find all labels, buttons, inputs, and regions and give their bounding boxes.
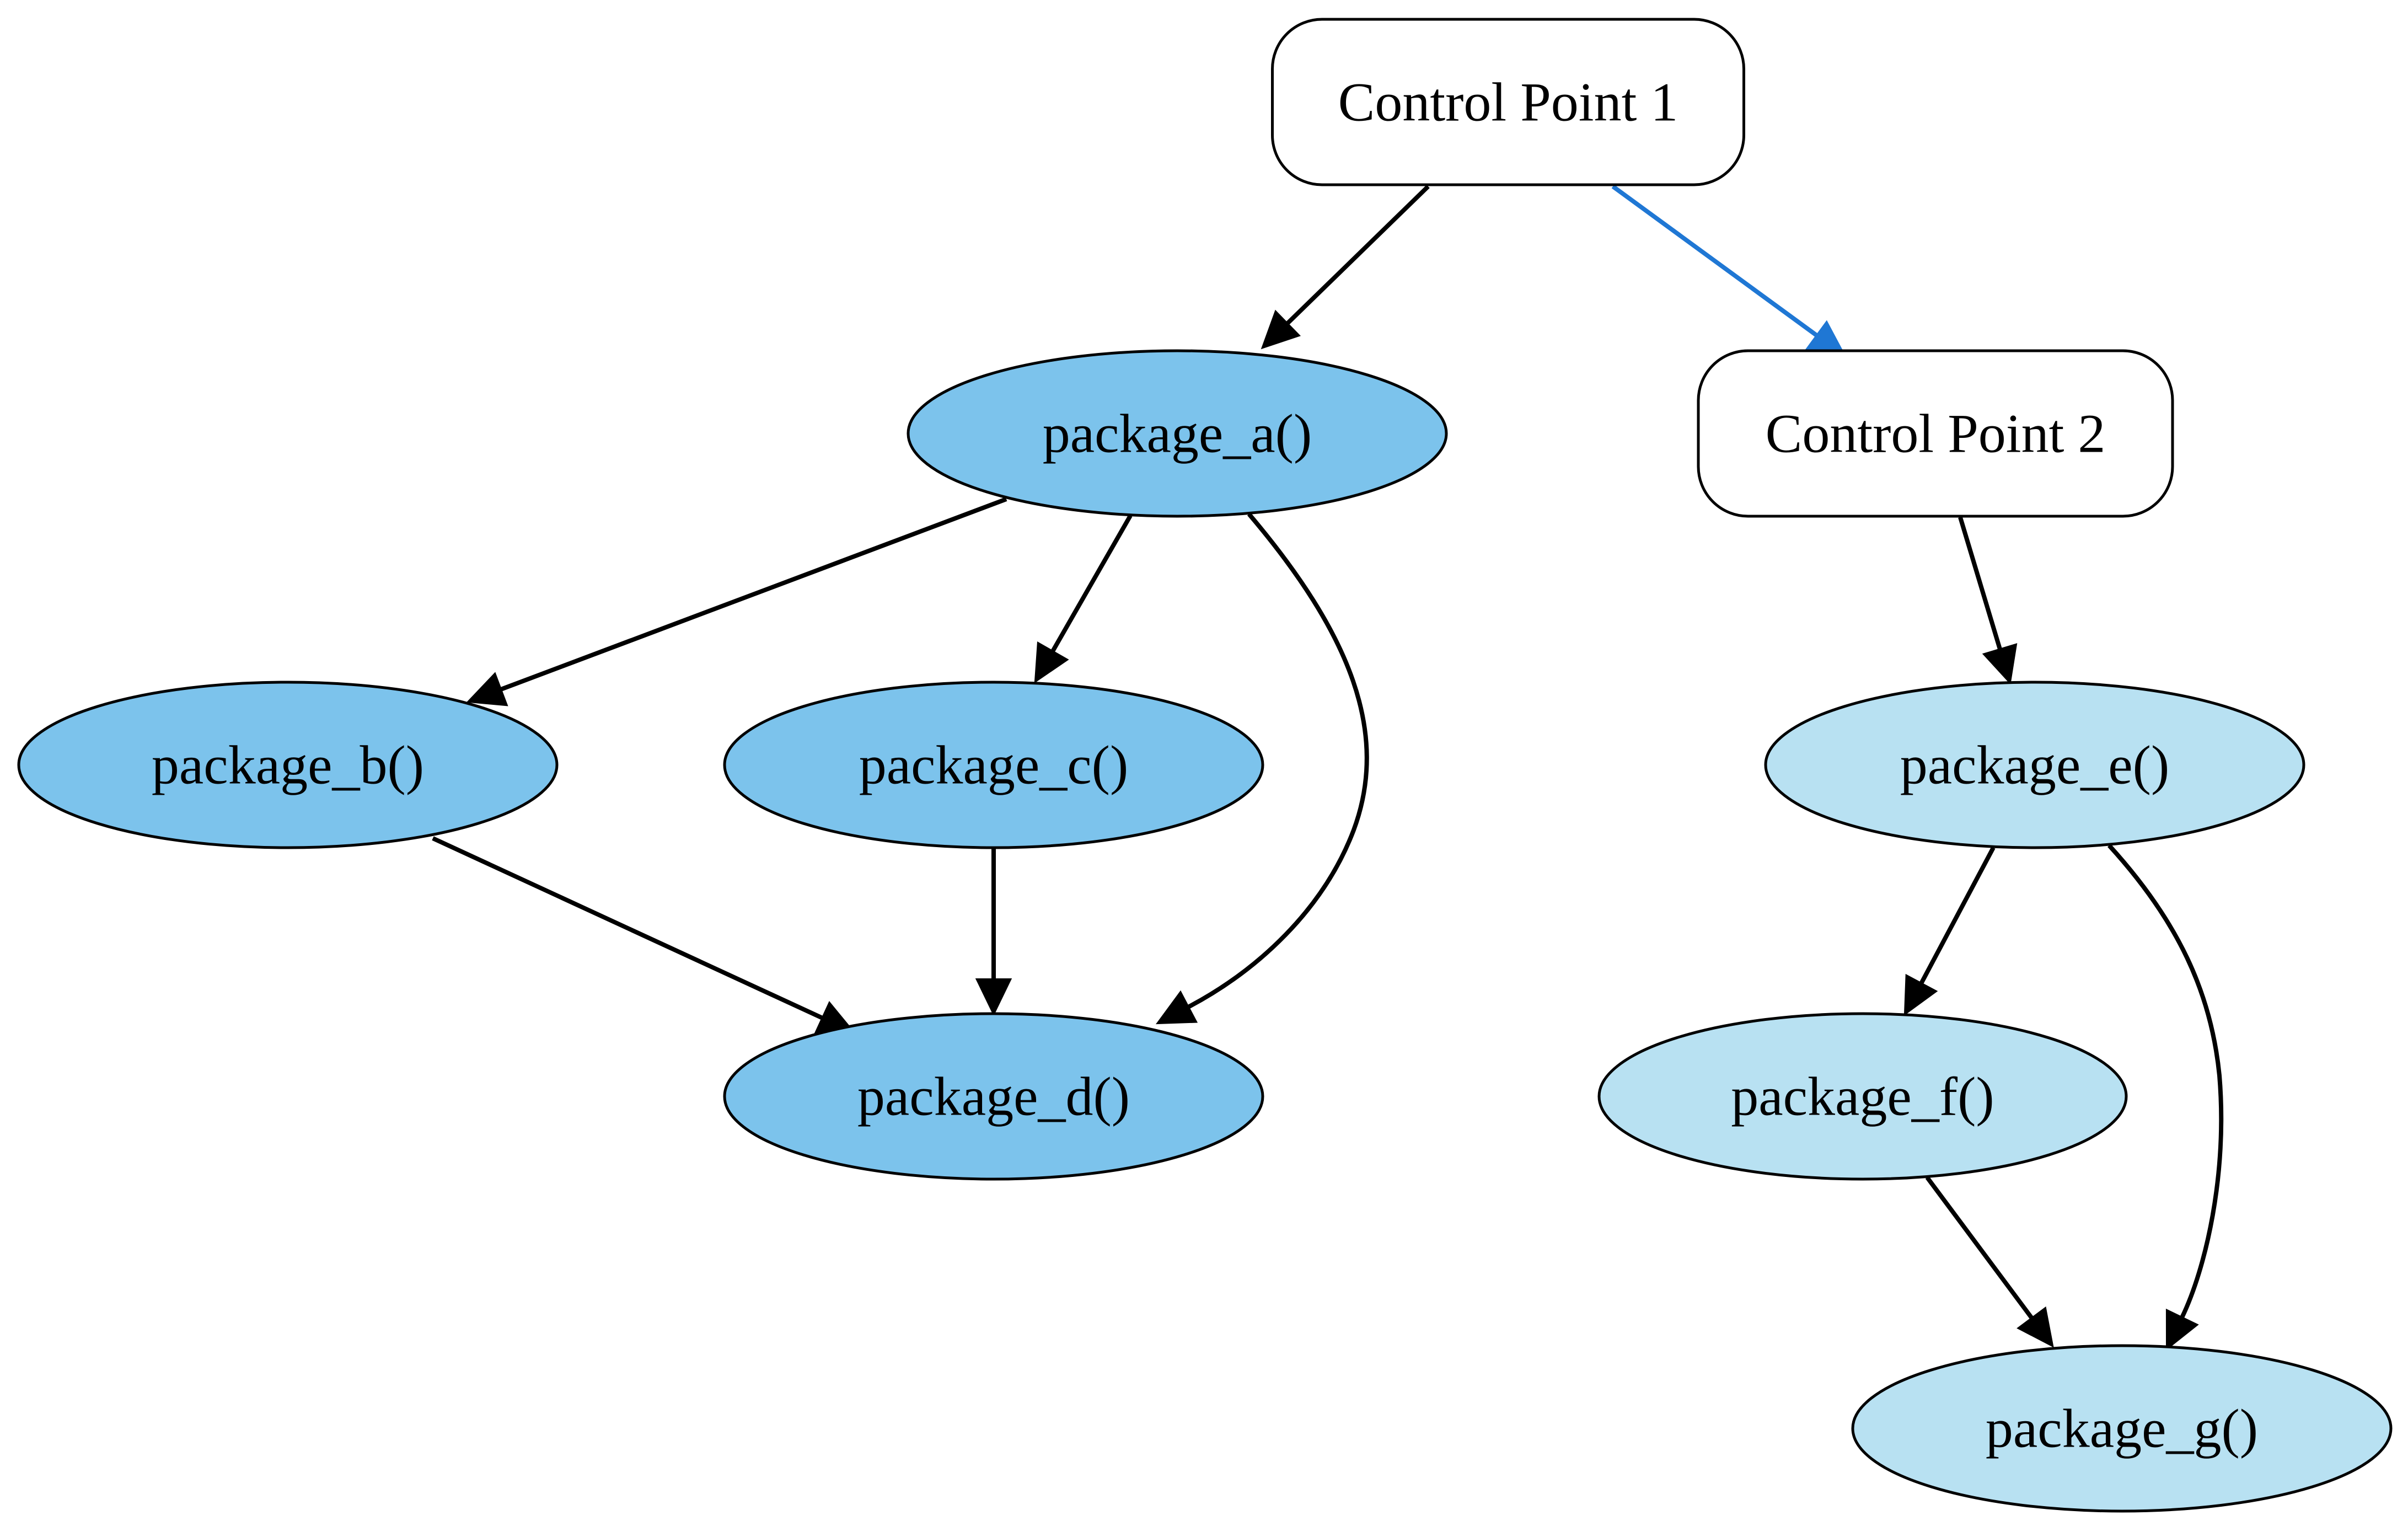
node-ellipse-f xyxy=(1597,1012,2128,1181)
edge-e-g xyxy=(2107,844,2224,1351)
edge-line-cp2-e xyxy=(1958,516,2002,650)
node-e[interactable]: package_e() xyxy=(1764,681,2305,849)
arrowhead-c-d xyxy=(975,978,1012,1016)
edge-e-f xyxy=(1903,847,1996,1016)
arrowhead-a-c xyxy=(1034,641,1069,683)
arrowhead-f-g xyxy=(2017,1306,2054,1348)
node-label-d: package_d() xyxy=(857,1066,1130,1127)
edge-line-b-d xyxy=(432,836,824,1020)
node-b[interactable]: package_b() xyxy=(17,681,559,849)
node-f[interactable]: package_f() xyxy=(1597,1012,2128,1181)
node-c[interactable]: package_c() xyxy=(723,681,1264,849)
node-label-b: package_b() xyxy=(152,735,424,796)
edge-line-cp1-cp2 xyxy=(1611,184,1819,338)
node-cp2[interactable]: Control Point 2 xyxy=(1697,349,2174,518)
edge-a-b xyxy=(466,497,1007,706)
node-ellipse-c xyxy=(723,681,1264,849)
edge-b-d xyxy=(432,836,856,1035)
node-ellipse-a xyxy=(907,349,1448,518)
node-d[interactable]: package_d() xyxy=(723,1012,1264,1181)
node-box-cp2 xyxy=(1697,349,2174,518)
node-label-e: package_e() xyxy=(1900,735,2170,796)
edge-a-d xyxy=(1155,512,1369,1025)
arrowhead-a-b xyxy=(466,672,508,706)
node-ellipse-g xyxy=(1851,1344,2393,1513)
edge-cp1-a xyxy=(1261,185,1430,350)
node-label-g: package_g() xyxy=(1986,1398,2258,1459)
arrowhead-e-g xyxy=(2165,1308,2199,1351)
edge-line-f-g xyxy=(1925,1176,2034,1320)
arrowhead-e-f xyxy=(1903,973,1938,1016)
edges-layer xyxy=(432,184,2224,1351)
edge-line-a-c xyxy=(1050,515,1133,653)
node-g[interactable]: package_g() xyxy=(1851,1344,2393,1513)
node-ellipse-e xyxy=(1764,681,2305,849)
node-ellipse-d xyxy=(723,1012,1264,1181)
arrowhead-cp1-a xyxy=(1261,309,1301,350)
node-label-f: package_f() xyxy=(1731,1066,1994,1127)
node-box-cp1 xyxy=(1271,18,1745,186)
node-label-a: package_a() xyxy=(1043,403,1312,464)
edge-line-e-f xyxy=(1919,847,1996,985)
edge-line-a-b xyxy=(500,497,1007,692)
edge-c-d xyxy=(975,848,1012,1016)
edge-line-cp1-a xyxy=(1285,185,1430,325)
edge-cp2-e xyxy=(1958,516,2018,685)
node-label-cp1: Control Point 1 xyxy=(1338,72,1678,133)
node-label-c: package_c() xyxy=(859,735,1129,796)
node-cp1[interactable]: Control Point 1 xyxy=(1271,18,1745,186)
edge-cp1-cp2 xyxy=(1611,184,1847,357)
edge-line-a-d xyxy=(1187,512,1369,1009)
node-label-cp2: Control Point 2 xyxy=(1766,403,2106,464)
edge-a-c xyxy=(1034,515,1133,683)
edge-f-g xyxy=(1925,1176,2054,1348)
nodes-layer: Control Point 1 Control Point 2 package_a(… xyxy=(17,18,2393,1513)
node-a[interactable]: package_a() xyxy=(907,349,1448,518)
arrowhead-cp2-e xyxy=(1982,643,2018,685)
edge-line-e-g xyxy=(2107,844,2224,1319)
node-ellipse-b xyxy=(17,681,559,849)
arrowhead-a-d xyxy=(1155,990,1198,1025)
